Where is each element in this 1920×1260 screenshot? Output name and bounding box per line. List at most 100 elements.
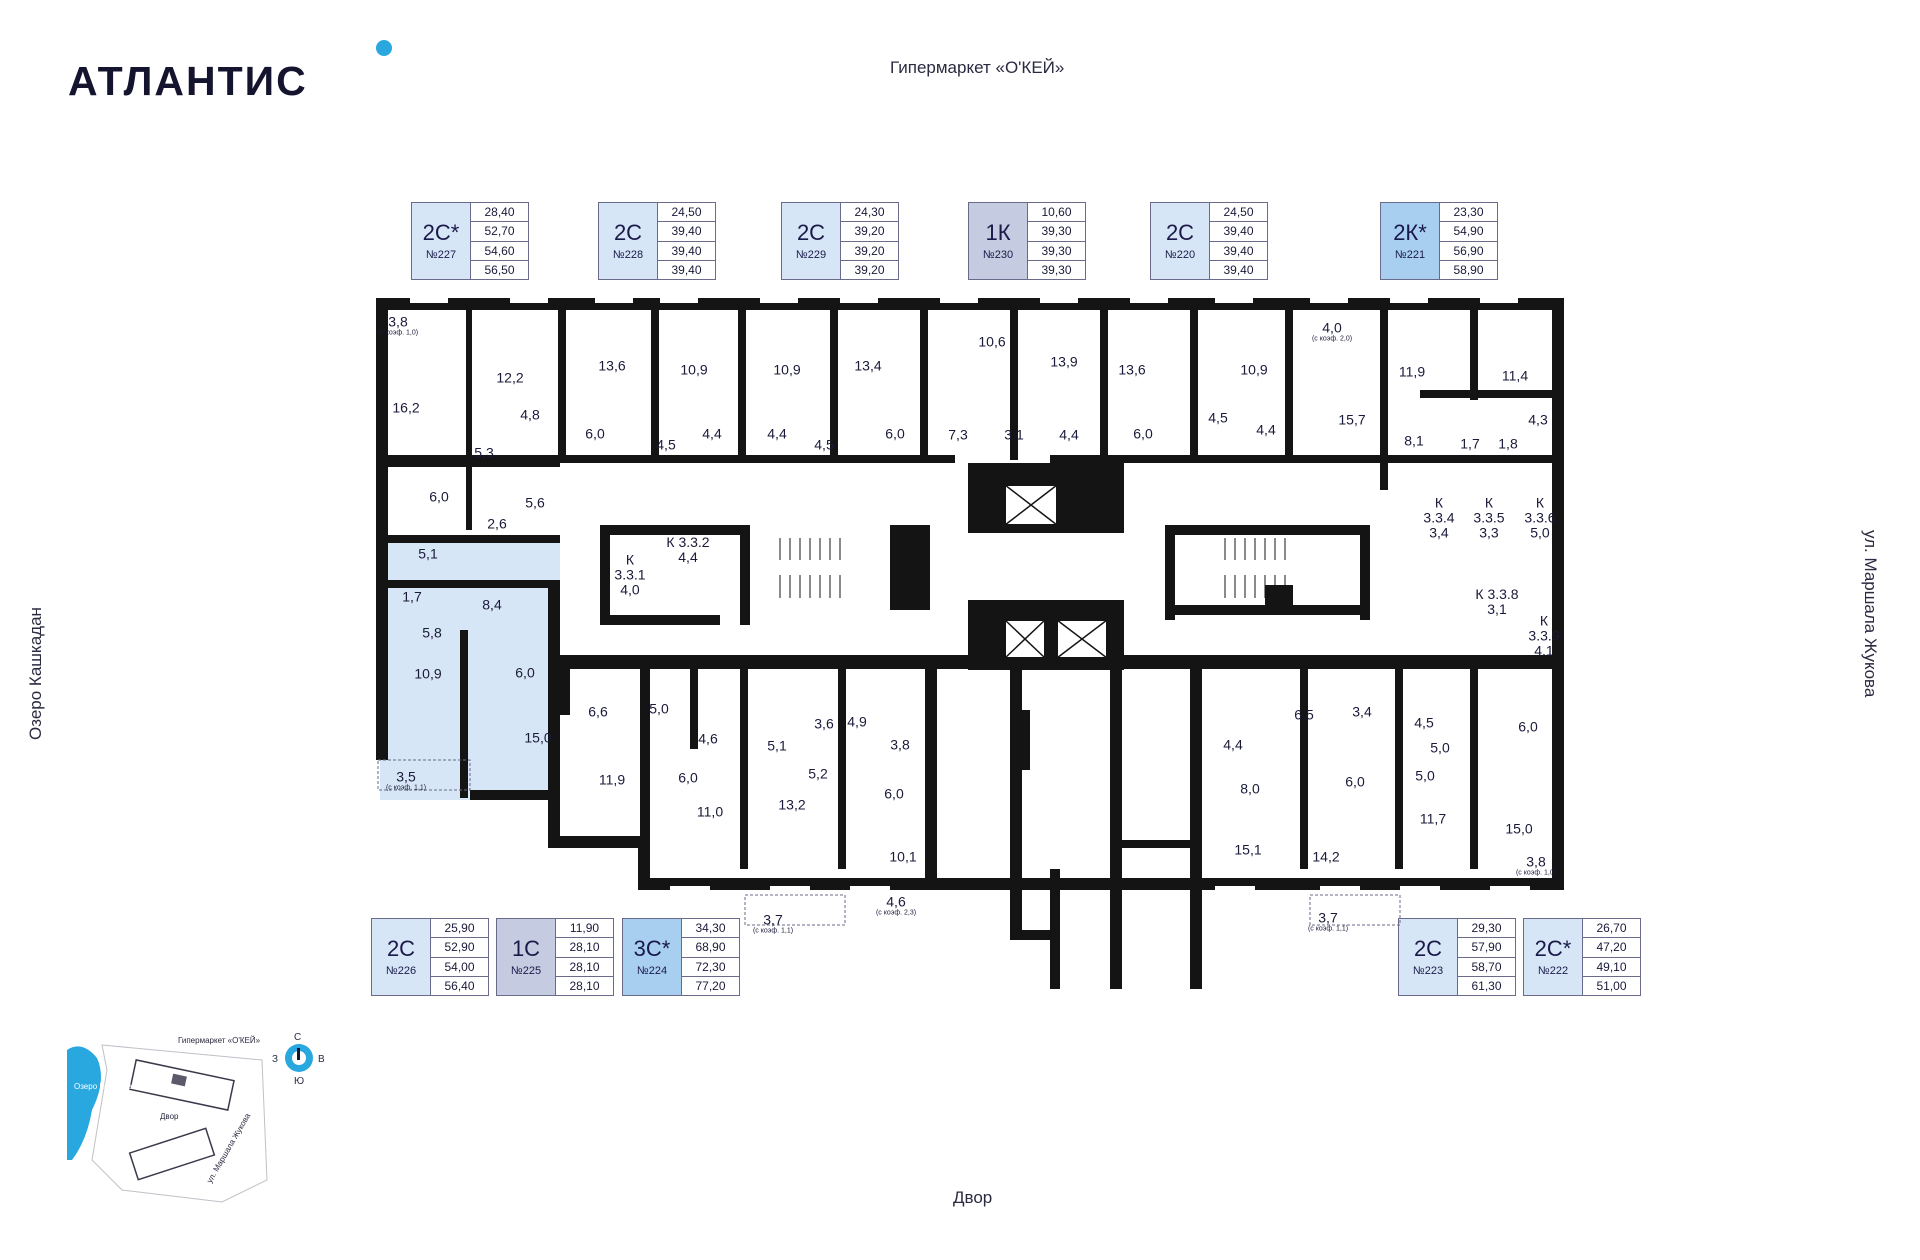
room-area: 13,6 xyxy=(1118,361,1146,378)
room-area: 6,0 xyxy=(515,664,535,681)
room-area: 6,0 xyxy=(884,785,904,802)
coef-note: (с коэф. 1,1) xyxy=(752,927,794,935)
room-area: 4,4 xyxy=(767,425,787,442)
storage-label: К 3.3.5 3,3 xyxy=(1473,494,1505,541)
room-area: 4,4 xyxy=(1059,426,1079,443)
room-area: 4,4 xyxy=(1256,421,1276,438)
street-top-label: Гипермаркет «О'КЕЙ» xyxy=(890,58,1065,77)
room-area: 3,8 xyxy=(1526,853,1546,870)
room-area: 4,5 xyxy=(656,436,676,453)
room-area: 3,1 xyxy=(1004,426,1024,443)
room-area: 10,6 xyxy=(978,333,1006,350)
room-area: 5,0 xyxy=(649,700,669,717)
room-area: 11,0 xyxy=(696,803,724,820)
elevator-crosses xyxy=(1004,484,1108,659)
room-area: 10,9 xyxy=(1240,361,1268,378)
balconies xyxy=(377,759,1401,926)
coef-note: (с коэф. 1,0) xyxy=(1515,869,1557,877)
coef-note: (с коэф. 2,3) xyxy=(875,909,917,917)
room-area: 8,4 xyxy=(482,596,502,613)
room-area: 1,7 xyxy=(402,588,422,605)
room-area: 6,0 xyxy=(1518,718,1538,735)
room-area: 6,0 xyxy=(429,488,449,505)
storage-label: К 3.3.1 4,0 xyxy=(614,551,646,598)
room-area: 4,5 xyxy=(1414,714,1434,731)
coef-note: (с коэф. 1,1) xyxy=(1307,925,1349,933)
compass-north: С xyxy=(294,1032,302,1043)
room-area: 6,0 xyxy=(678,769,698,786)
site-minimap xyxy=(67,1044,268,1203)
room-area: 6,0 xyxy=(885,425,905,442)
room-area: 4,5 xyxy=(1208,409,1228,426)
room-area: 5,0 xyxy=(1415,767,1435,784)
room-area: 4,6 xyxy=(886,893,906,910)
room-area: 3,4 xyxy=(1352,703,1372,720)
room-area: 15,7 xyxy=(1338,411,1366,428)
street-bottom-label: Двор xyxy=(953,1188,993,1207)
room-area: 4,5 xyxy=(814,436,834,453)
room-area: 1,8 xyxy=(1498,435,1518,452)
storage-label: К 3.3.9 4,1 xyxy=(1528,612,1560,659)
room-area: 2,6 xyxy=(487,515,507,532)
room-area: 13,6 xyxy=(598,357,626,374)
room-area: 10,1 xyxy=(889,848,917,865)
room-area: 13,4 xyxy=(854,357,882,374)
room-area: 6,0 xyxy=(585,425,605,442)
core-walls xyxy=(560,463,1560,715)
room-area: 15,0 xyxy=(524,729,552,746)
room-area: 10,9 xyxy=(414,665,442,682)
minimap-market-label: Гипермаркет «О'КЕЙ» xyxy=(178,1036,261,1045)
storage-label: К 3.3.4 3,4 xyxy=(1423,494,1455,541)
room-area: 12,2 xyxy=(496,369,524,386)
coef-note: (с коэф. 1,0) xyxy=(377,329,419,337)
room-area: 11,9 xyxy=(1398,363,1426,380)
lake-shape xyxy=(67,1046,101,1160)
room-area: 14,2 xyxy=(1312,848,1340,865)
room-area: 6,5 xyxy=(1294,706,1314,723)
room-area: 3,7 xyxy=(763,911,783,928)
coef-note: (с коэф. 1,1) xyxy=(385,784,427,792)
room-area: 3,8 xyxy=(890,736,910,753)
compass-needle xyxy=(297,1048,300,1060)
room-area: 5,1 xyxy=(418,545,438,562)
compass-south: Ю xyxy=(294,1076,305,1087)
room-area: 15,1 xyxy=(1234,841,1262,858)
room-area: 4,4 xyxy=(1223,736,1243,753)
bottom-walls xyxy=(640,669,1478,989)
room-area: 3,8 xyxy=(388,313,408,330)
coef-note: (с коэф. 2,0) xyxy=(1311,335,1353,343)
room-area: 3,5 xyxy=(396,768,416,785)
minimap-lake-label: Озеро Кашкадан xyxy=(74,1082,137,1091)
brand-logo: АТЛАНТИС xyxy=(68,58,308,104)
room-area: 3,6 xyxy=(814,715,834,732)
room-area: 4,4 xyxy=(702,425,722,442)
room-area: 15,0 xyxy=(1505,820,1533,837)
stairs xyxy=(779,538,1286,598)
room-area: 4,6 xyxy=(698,730,718,747)
room-area: 6,0 xyxy=(1345,773,1365,790)
room-area: 4,9 xyxy=(847,713,867,730)
room-area: 5,2 xyxy=(808,765,828,782)
room-area: 4,0 xyxy=(1322,319,1342,336)
storage-label: К 3.3.6 5,0 xyxy=(1524,494,1556,541)
compass-west: З xyxy=(272,1054,279,1065)
room-area: 5,6 xyxy=(525,494,545,511)
room-area: 10,9 xyxy=(773,361,801,378)
minimap-yard-label: Двор xyxy=(160,1112,179,1121)
compass-east: В xyxy=(318,1054,325,1065)
room-area: 11,7 xyxy=(1419,810,1447,827)
room-area: 11,9 xyxy=(598,771,626,788)
room-area: 1,7 xyxy=(1460,435,1480,452)
room-area: 16,2 xyxy=(392,399,420,416)
